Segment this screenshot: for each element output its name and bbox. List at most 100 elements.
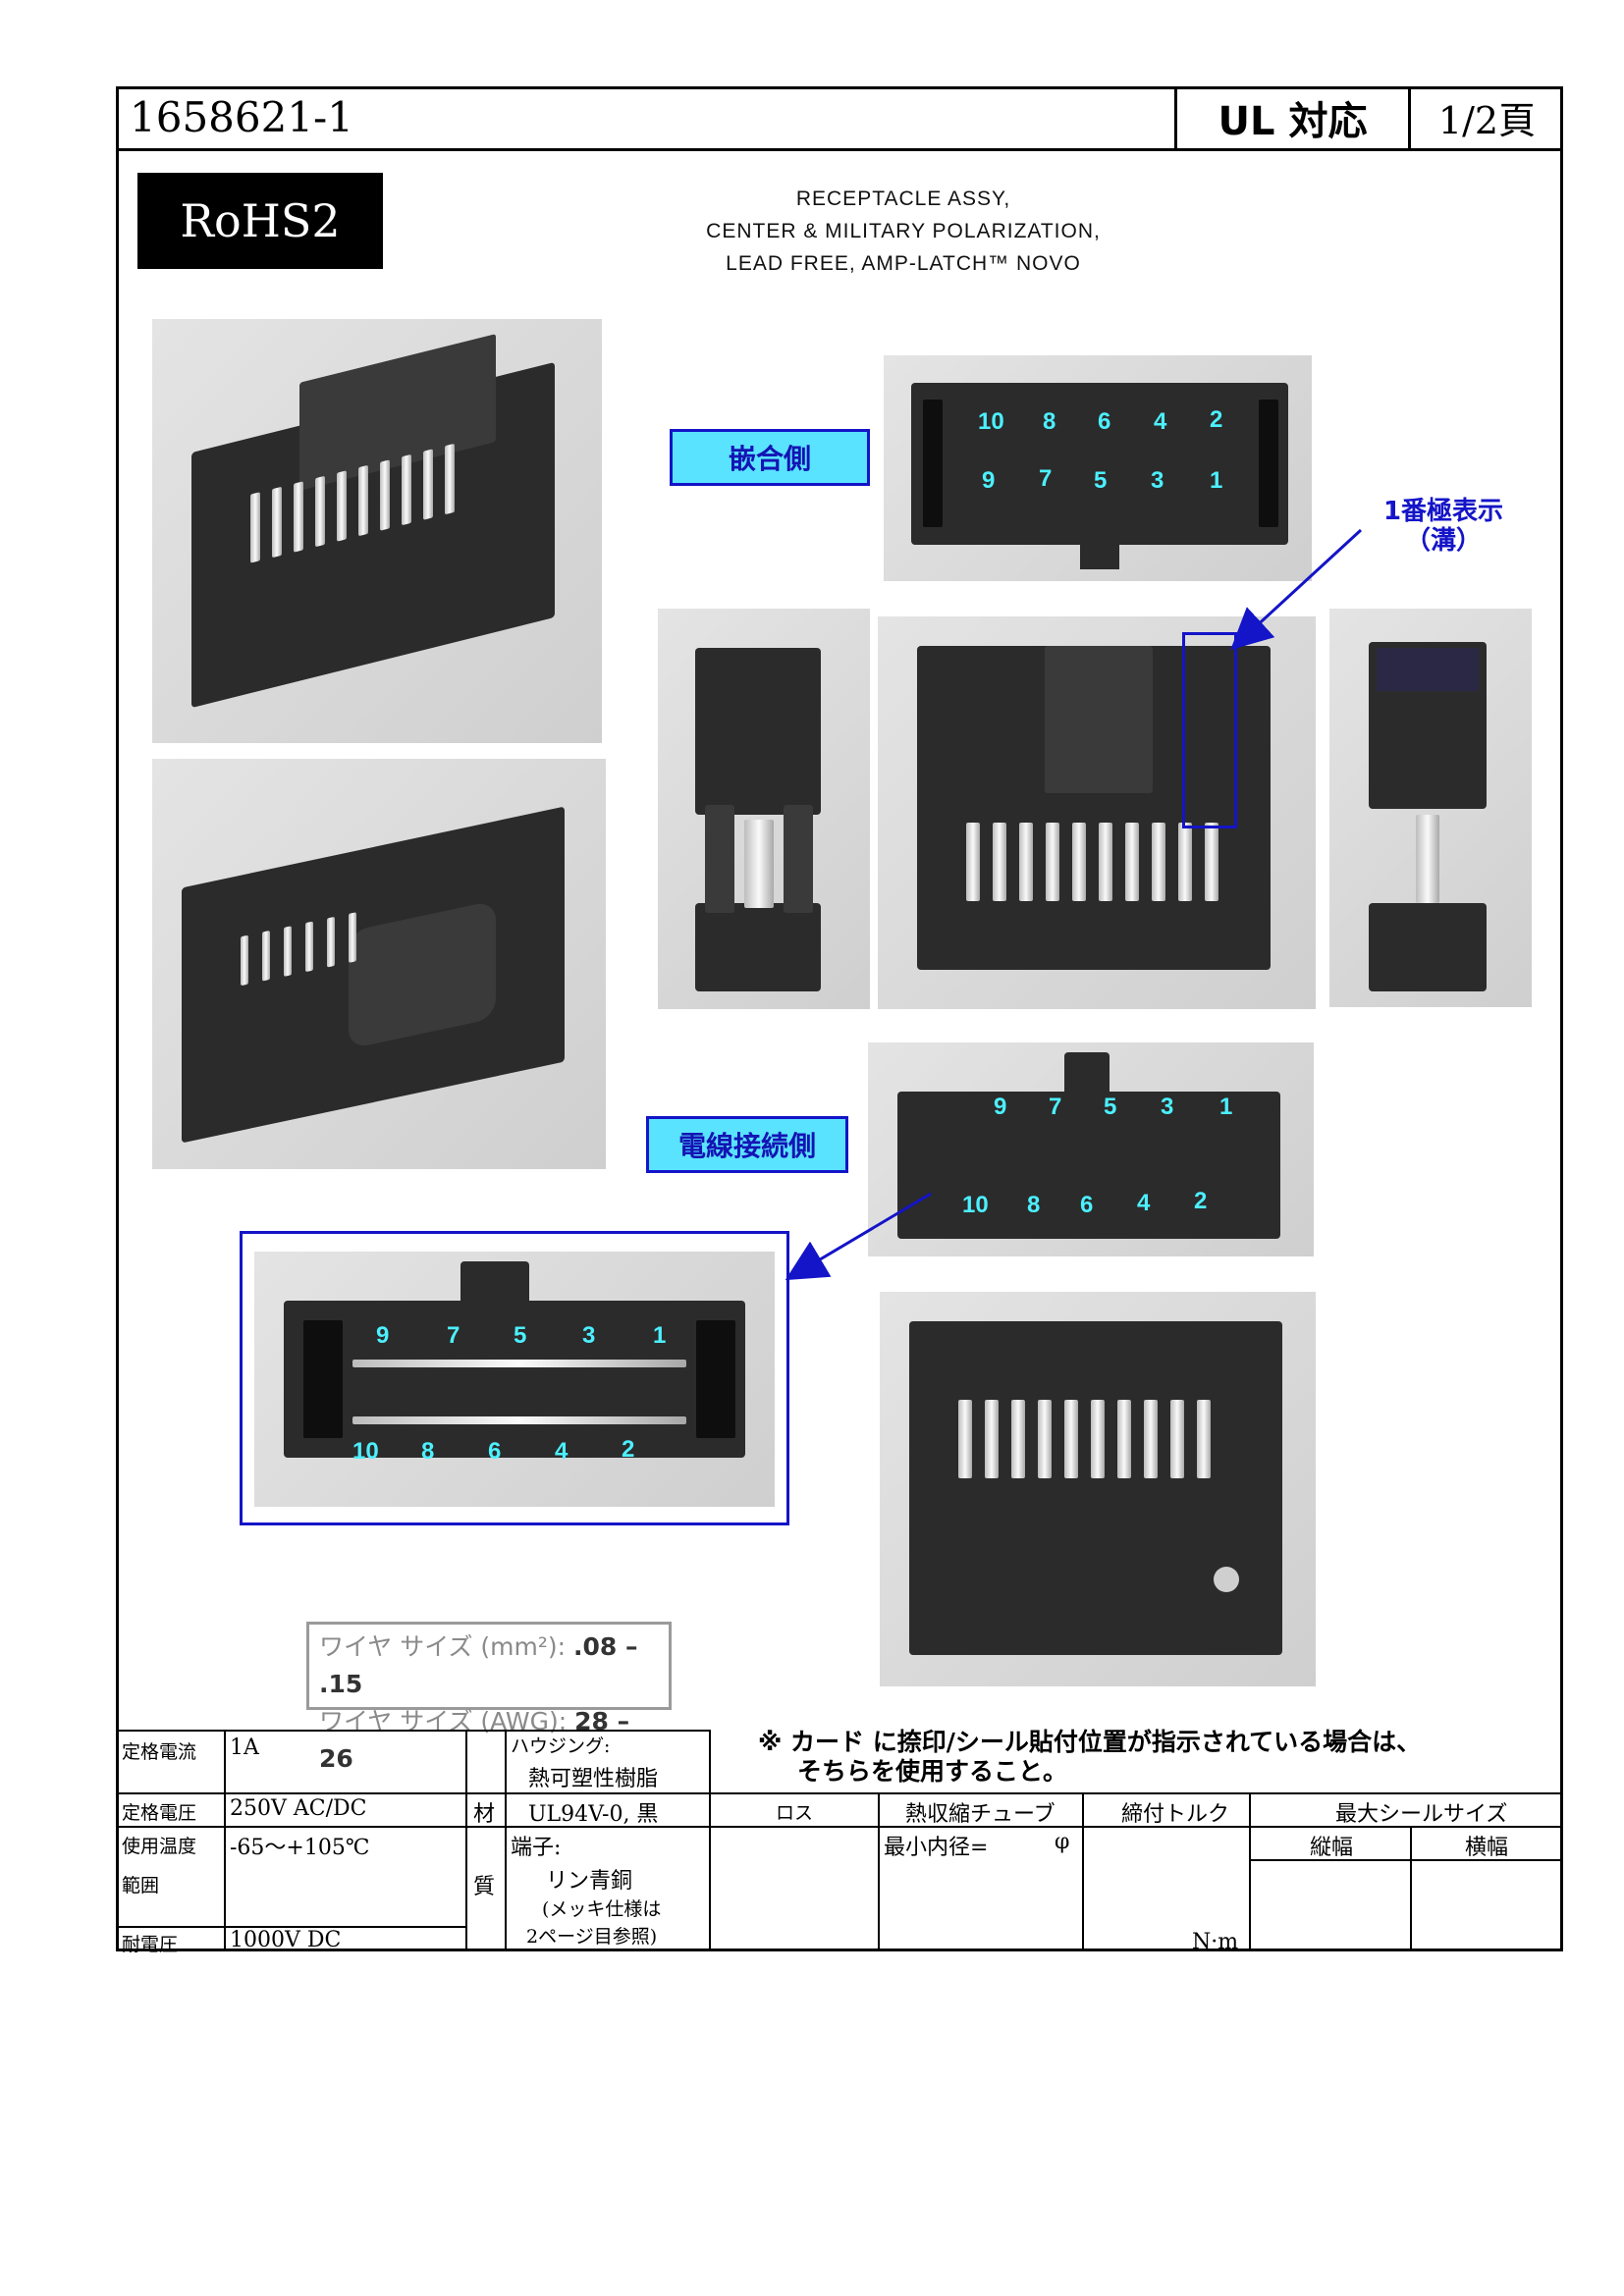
table-top-rule — [116, 1730, 709, 1732]
table-col-1 — [224, 1730, 226, 1951]
mating-pin-6: 6 — [1098, 408, 1111, 435]
seal-height-header: 縦幅 — [1310, 1836, 1354, 1860]
note-line-2: そちらを使用すること。 — [797, 1757, 1068, 1786]
title-line-2: CENTER & MILITARY POLARIZATION, — [706, 220, 1101, 242]
table-rule-2 — [116, 1792, 1563, 1794]
wire-side-detail-frame: 9 7 5 3 1 10 8 6 4 2 — [240, 1231, 789, 1525]
terminal-material: リン青銅 — [546, 1869, 633, 1894]
detail-pin-1: 1 — [653, 1322, 667, 1349]
rohs-badge: RoHS2 — [137, 173, 383, 269]
temp-range-value: -65〜+105℃ — [230, 1836, 370, 1860]
table-col-5 — [878, 1792, 880, 1951]
pin1-highlight-box — [1182, 632, 1237, 828]
wire-pin-7: 7 — [1049, 1094, 1062, 1120]
wire-pin-3: 3 — [1161, 1094, 1174, 1120]
mating-pin-1: 1 — [1210, 467, 1223, 494]
table-col-2 — [465, 1730, 467, 1951]
min-inner-diameter-label: 最小内径= — [884, 1836, 989, 1860]
housing-material: 熱可塑性樹脂 — [528, 1767, 659, 1791]
ul-compliance-label: UL 対応 — [1174, 86, 1408, 151]
lot-column-header: ロス — [776, 1802, 814, 1824]
detail-pin-9: 9 — [376, 1322, 390, 1349]
temp-range-label-2: 範囲 — [122, 1875, 160, 1896]
mating-pin-2: 2 — [1210, 406, 1223, 433]
detail-pin-4: 4 — [555, 1438, 568, 1465]
wire-pin-10: 10 — [962, 1192, 989, 1218]
withstand-voltage-label: 耐電圧 — [122, 1934, 179, 1955]
part-number: 1658621-1 — [116, 86, 1174, 151]
wire-size-box: ワイヤ サイズ (mm²): .08 – .15 ワイヤ サイズ (AWG): … — [306, 1622, 672, 1773]
temp-range-label-1: 使用温度 — [122, 1836, 197, 1857]
mating-pin-3: 3 — [1151, 467, 1164, 494]
terminal-label: 端子: — [511, 1836, 562, 1860]
mating-pin-7: 7 — [1039, 465, 1053, 492]
rated-voltage-label: 定格電圧 — [122, 1802, 197, 1824]
rated-voltage-value: 250V AC/DC — [230, 1796, 367, 1821]
front-photo — [878, 616, 1316, 1009]
rear-photo — [880, 1292, 1316, 1686]
pin1-mark-label: 1番極表示 （溝） — [1345, 497, 1542, 556]
table-col-4 — [709, 1730, 711, 1951]
mating-side-photo: 10 8 6 4 2 9 7 5 3 1 — [884, 355, 1312, 581]
side-photo-left — [658, 609, 870, 1009]
note-line-1: ※ カード に捺印/シール貼付位置が指示されている場合は、 — [758, 1728, 1422, 1756]
detail-pin-10: 10 — [352, 1438, 379, 1465]
note: ※ カード に捺印/シール貼付位置が指示されている場合は、 そちらを使用すること… — [758, 1728, 1421, 1787]
page-number: 1/2頁 — [1408, 86, 1563, 151]
wire-side-label: 電線接続側 — [646, 1116, 848, 1173]
product-title: RECEPTACLE ASSY, CENTER & MILITARY POLAR… — [648, 183, 1159, 280]
table-col-6 — [1082, 1792, 1084, 1951]
table-col-7 — [1249, 1792, 1251, 1951]
rated-current-label: 定格電流 — [122, 1741, 197, 1763]
wire-pin-1: 1 — [1219, 1094, 1233, 1120]
shrink-tube-header: 熱収縮チューブ — [905, 1802, 1056, 1827]
mating-pin-5: 5 — [1094, 467, 1108, 494]
wire-detail-arrow — [785, 1192, 932, 1281]
wire-pin-4: 4 — [1137, 1190, 1151, 1216]
withstand-voltage-value: 1000V DC — [230, 1928, 342, 1952]
wire-pin-9: 9 — [994, 1094, 1007, 1120]
torque-unit: N·m — [1192, 1930, 1239, 1954]
table-rule-4 — [116, 1926, 465, 1928]
mating-pin-9: 9 — [982, 467, 996, 494]
connector-photo-iso-bottom — [152, 759, 606, 1169]
mating-side-label: 嵌合側 — [670, 429, 870, 486]
material-label-2: 質 — [473, 1875, 496, 1899]
detail-pin-5: 5 — [514, 1322, 527, 1349]
detail-pin-3: 3 — [582, 1322, 596, 1349]
pin1-mark-line-2: （溝） — [1404, 526, 1482, 556]
rated-current-value: 1A — [230, 1735, 259, 1760]
detail-pin-6: 6 — [488, 1438, 502, 1465]
detail-pin-7: 7 — [447, 1322, 460, 1349]
table-col-3 — [505, 1730, 507, 1951]
connector-photo-iso-top — [152, 319, 602, 743]
table-rule-seal — [1249, 1859, 1563, 1861]
wire-side-detail-photo: 9 7 5 3 1 10 8 6 4 2 — [254, 1252, 775, 1507]
pin1-arrow — [1230, 528, 1363, 651]
wire-pin-6: 6 — [1080, 1192, 1094, 1218]
detail-pin-8: 8 — [421, 1438, 435, 1465]
wire-size-mm2-label: ワイヤ サイズ (mm²): — [319, 1632, 567, 1661]
wire-pin-8: 8 — [1027, 1192, 1041, 1218]
side-photo-right — [1329, 609, 1532, 1007]
seal-width-header: 横幅 — [1465, 1836, 1509, 1860]
terminal-plating-1: (メッキ仕様は — [542, 1898, 662, 1920]
housing-grade: UL94V-0, 黒 — [528, 1802, 659, 1827]
table-rule-3 — [116, 1826, 1563, 1828]
phi-symbol: φ — [1055, 1830, 1070, 1854]
max-seal-size-header: 最大シールサイズ — [1335, 1802, 1508, 1827]
wire-pin-5: 5 — [1104, 1094, 1117, 1120]
housing-label: ハウジング: — [511, 1735, 611, 1757]
torque-header: 締付トルク — [1121, 1802, 1230, 1827]
material-label-1: 材 — [473, 1802, 496, 1827]
drawing-frame — [116, 86, 1563, 1951]
pin1-mark-line-1: 1番極表示 — [1382, 497, 1504, 526]
terminal-plating-2: 2ページ目参照) — [526, 1926, 658, 1948]
table-col-8 — [1410, 1826, 1412, 1951]
mating-pin-8: 8 — [1043, 408, 1056, 435]
title-line-3: LEAD FREE, AMP-LATCH™ NOVO — [726, 252, 1081, 275]
mating-pin-10: 10 — [978, 408, 1004, 435]
title-line-1: RECEPTACLE ASSY, — [795, 187, 1011, 210]
mating-pin-4: 4 — [1154, 408, 1167, 435]
